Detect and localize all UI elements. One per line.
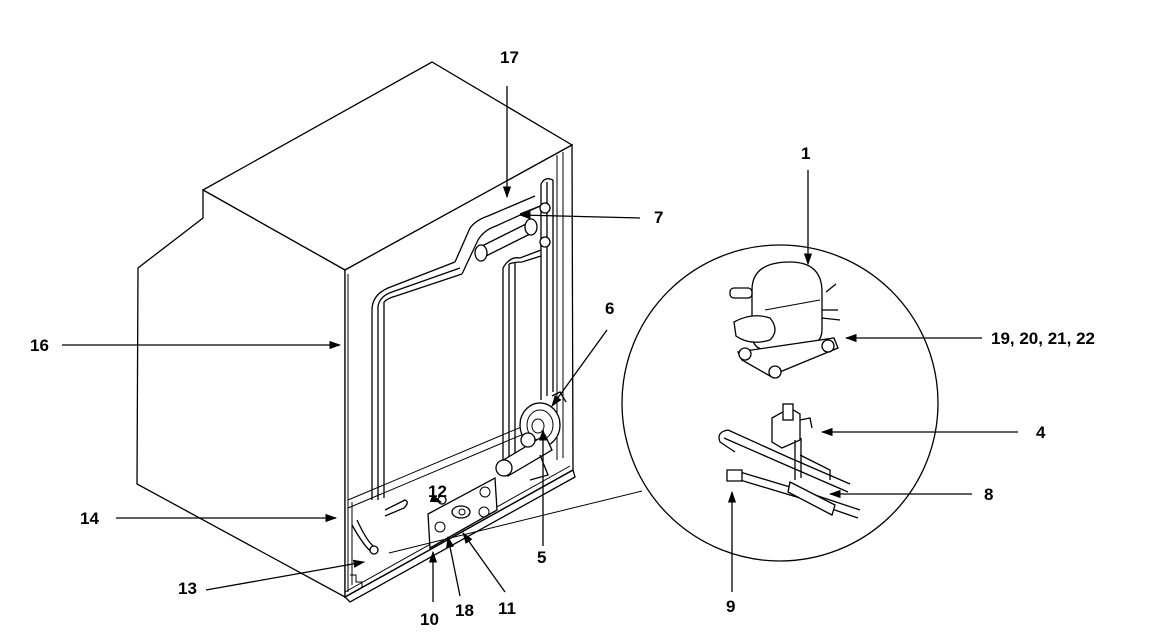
motor-assembly: [495, 391, 567, 481]
compressor: [729, 261, 841, 379]
filter-drier: [474, 202, 551, 262]
cabinet-rear-view: [136, 61, 576, 603]
leader-6: [551, 329, 608, 407]
callout-10: 10: [420, 610, 439, 629]
callout-13: 13: [178, 579, 197, 598]
callout-8: 8: [984, 485, 993, 504]
leader-12: [429, 494, 443, 503]
detail-view: [388, 244, 939, 562]
leader-13: [205, 559, 366, 591]
valve-tubing: [718, 403, 861, 519]
leader-11: [462, 532, 506, 593]
callout-19-22: 19, 20, 21, 22: [991, 329, 1095, 348]
callout-18: 18: [455, 601, 474, 620]
callout-7: 7: [654, 208, 663, 227]
callout-16: 16: [30, 336, 49, 355]
condenser-coil: [371, 178, 554, 500]
callout-labels: 1 19, 20, 21, 22 4 8 9 6 7 17 16 14 13 1…: [30, 48, 1095, 629]
leader-18: [446, 535, 461, 597]
callout-17: 17: [500, 48, 519, 67]
callout-14: 14: [80, 509, 99, 528]
leader-lines: [62, 86, 1018, 602]
callout-9: 9: [726, 597, 735, 616]
leader-7: [518, 211, 641, 220]
detail-circle: [621, 244, 939, 562]
callout-5: 5: [537, 548, 546, 567]
callout-1: 1: [801, 144, 810, 163]
callout-6: 6: [605, 299, 614, 318]
bottom-rail: [343, 469, 576, 603]
callout-12: 12: [428, 482, 447, 501]
callout-11: 11: [498, 599, 516, 618]
callout-4: 4: [1036, 423, 1046, 442]
detail-pointer-line: [388, 490, 643, 554]
